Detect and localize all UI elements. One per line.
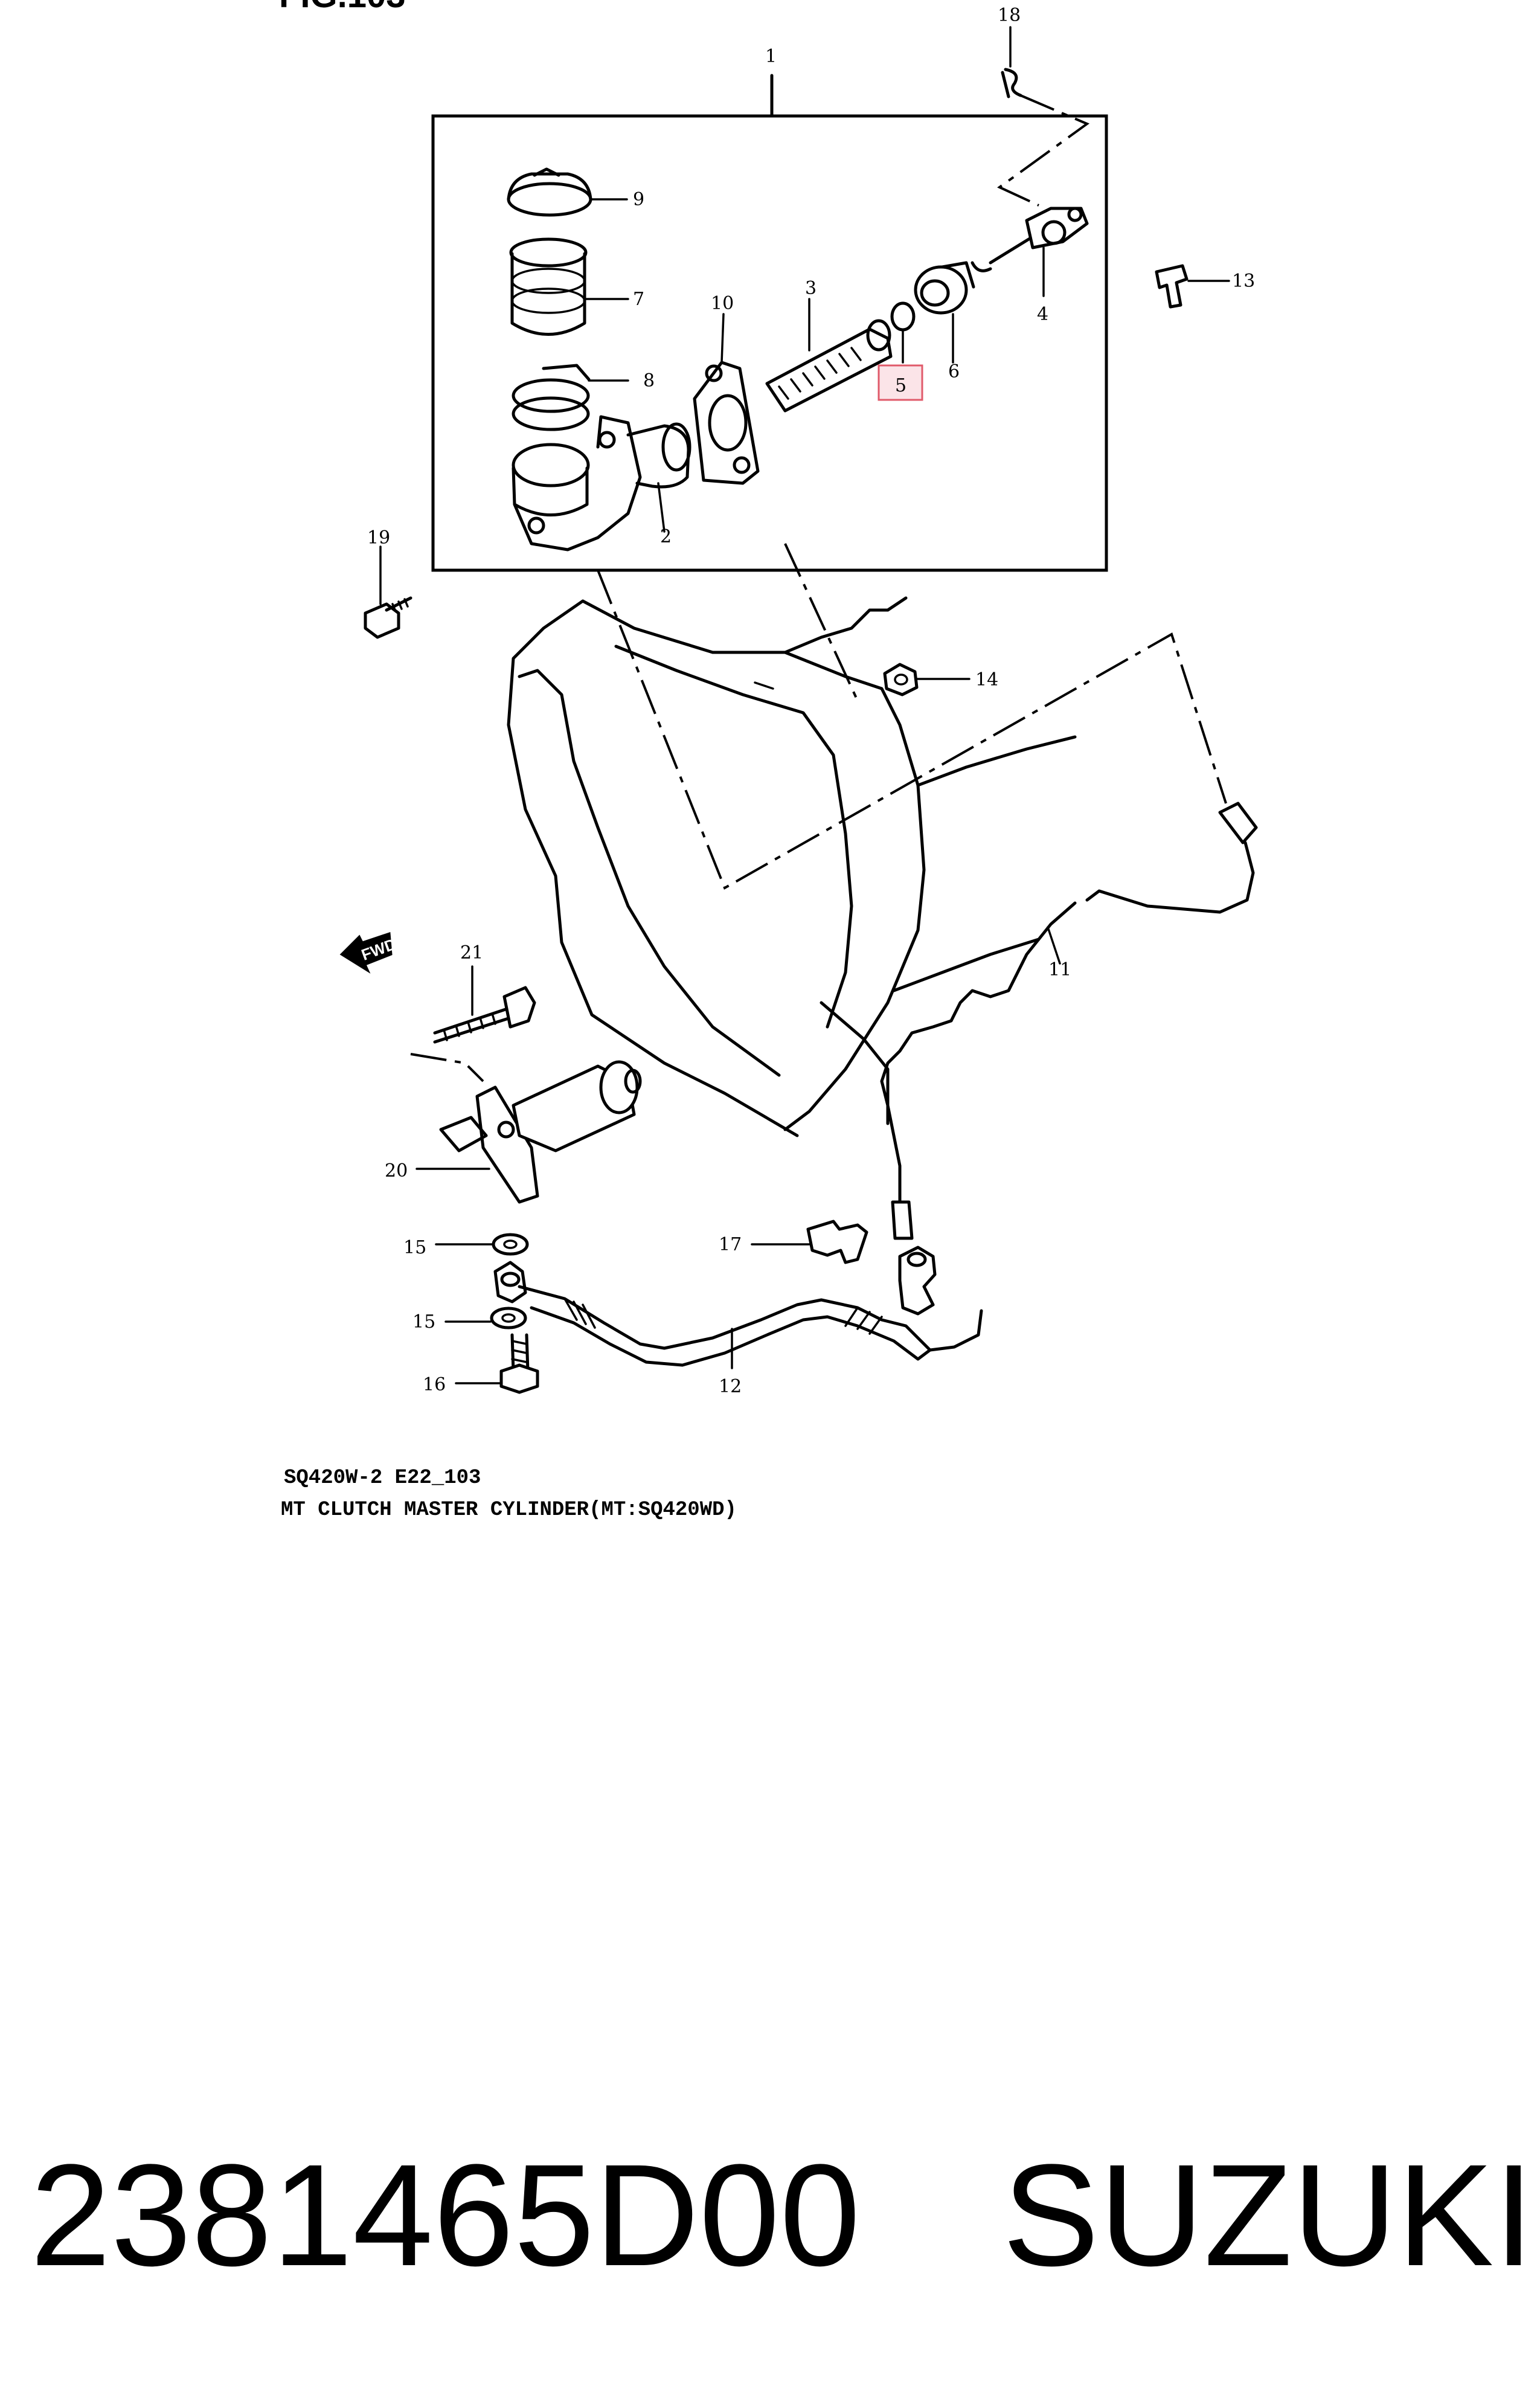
callout-11[interactable]: 11 xyxy=(1048,959,1071,980)
transmission-housing xyxy=(507,596,1077,1137)
callout-20[interactable]: 20 xyxy=(385,1160,408,1182)
part-washer-lower[interactable] xyxy=(444,1307,527,1329)
callout-1[interactable]: 1 xyxy=(765,46,777,67)
part-boot[interactable] xyxy=(914,261,975,364)
part-union-bolt[interactable] xyxy=(455,1333,539,1394)
callout-4[interactable]: 4 xyxy=(1037,304,1048,325)
callout-16[interactable]: 16 xyxy=(423,1374,446,1395)
part-washer-upper[interactable] xyxy=(435,1233,529,1256)
callout-17[interactable]: 17 xyxy=(719,1234,742,1255)
caption-code: SQ420W-2 E22_103 xyxy=(284,1467,481,1490)
callout-21[interactable]: 21 xyxy=(460,942,483,963)
brand-name: SUZUKI xyxy=(1003,2134,1534,2296)
callout-15b[interactable]: 15 xyxy=(412,1311,435,1333)
callout-3[interactable]: 3 xyxy=(805,278,817,299)
part-hose-clip[interactable] xyxy=(751,1220,868,1264)
callout-8[interactable]: 8 xyxy=(643,370,655,391)
figure-heading: FIG.103 xyxy=(279,0,406,15)
callout-9[interactable]: 9 xyxy=(633,189,644,210)
part-reservoir-cap[interactable] xyxy=(507,167,628,217)
callout-14[interactable]: 14 xyxy=(975,669,998,690)
part-hose[interactable] xyxy=(493,1246,983,1369)
part-reservoir[interactable] xyxy=(509,237,629,336)
part-clevis-pin[interactable] xyxy=(1155,264,1230,309)
callout-5[interactable]: 5 xyxy=(895,375,906,396)
part-clamp[interactable] xyxy=(512,364,629,431)
part-push-rod[interactable] xyxy=(971,207,1089,297)
callout-highlight-5 xyxy=(877,364,923,401)
part-number: 2381465D00 xyxy=(30,2134,861,2296)
callout-15a[interactable]: 15 xyxy=(403,1237,426,1258)
callout-10[interactable]: 10 xyxy=(711,293,734,314)
callout-2[interactable]: 2 xyxy=(660,526,672,547)
caption-title: MT CLUTCH MASTER CYLINDER(MT:SQ420WD) xyxy=(281,1499,737,1522)
assembly-frame xyxy=(431,114,1108,572)
callout-6[interactable]: 6 xyxy=(948,361,960,382)
part-nut[interactable] xyxy=(883,663,971,696)
part-gasket[interactable] xyxy=(693,313,760,485)
part-pipe[interactable] xyxy=(880,802,1258,1240)
part-bolt-21[interactable] xyxy=(433,965,536,1044)
callout-13[interactable]: 13 xyxy=(1232,271,1255,292)
callout-12[interactable]: 12 xyxy=(719,1376,742,1397)
part-master-cylinder-body[interactable] xyxy=(512,415,691,551)
part-seal-ring[interactable] xyxy=(890,301,916,364)
part-bolt-19[interactable] xyxy=(364,545,412,639)
callout-7[interactable]: 7 xyxy=(633,289,644,310)
callout-18[interactable]: 18 xyxy=(998,5,1021,26)
fwd-arrow: FWD xyxy=(339,931,399,974)
callout-19[interactable]: 19 xyxy=(367,527,390,548)
part-clip[interactable] xyxy=(1001,26,1022,98)
part-piston-spring[interactable] xyxy=(765,298,893,413)
part-release-cylinder[interactable] xyxy=(415,1060,642,1204)
